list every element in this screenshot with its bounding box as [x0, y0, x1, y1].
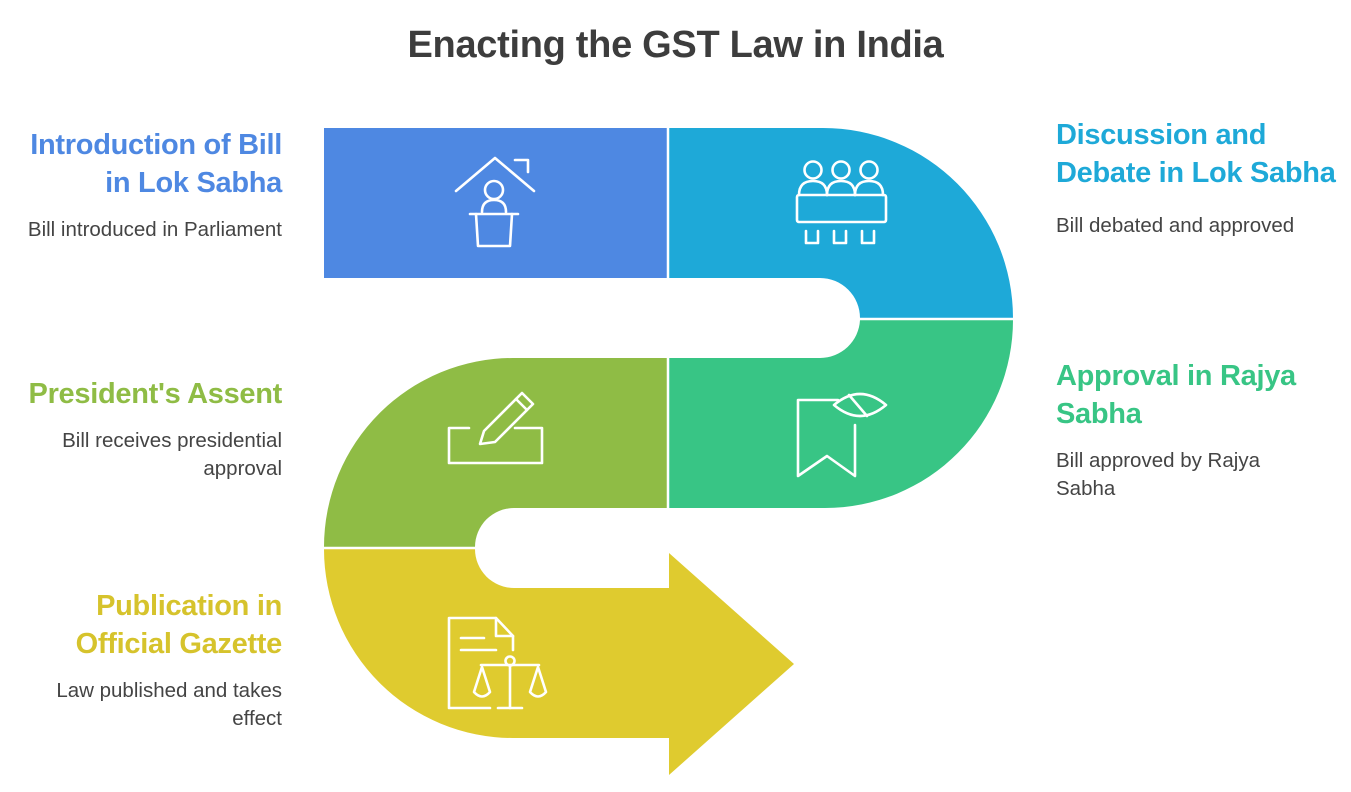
step-1-text: Introduction of Bill in Lok Sabha Bill i…	[10, 126, 282, 244]
pencil-signature-icon	[447, 391, 544, 465]
step-5-title: Publication in Official Gazette	[75, 590, 283, 660]
step-3-description: Bill approved by Rajya Sabha	[1056, 449, 1260, 500]
step-4-segment	[324, 358, 667, 547]
step-4-text: President's Assent Bill receives preside…	[10, 375, 283, 483]
step-2-text: Discussion and Debate in Lok Sabha Bill …	[1056, 116, 1336, 240]
bookmark-eye-icon	[796, 392, 888, 478]
step-3-segment	[669, 320, 1013, 508]
step-3-text: Approval in Rajya Sabha Bill approved by…	[1056, 357, 1336, 503]
step-5-segment	[324, 549, 794, 775]
segment-dividers	[322, 126, 1015, 550]
step-1-title: Introduction of Bill in Lok Sabha	[30, 129, 282, 199]
step-2-title: Discussion and Debate in Lok Sabha	[1056, 119, 1336, 189]
step-1-segment	[324, 128, 667, 278]
step-5-description: Law published and takes effect	[56, 679, 282, 730]
step-4-description: Bill receives presidential approval	[62, 429, 282, 480]
step-3-title: Approval in Rajya Sabha	[1056, 360, 1296, 430]
document-scales-icon	[447, 616, 548, 710]
step-5-text: Publication in Official Gazette Law publ…	[10, 587, 282, 733]
step-1-description: Bill introduced in Parliament	[27, 218, 282, 241]
step-4-title: President's Assent	[28, 378, 283, 410]
step-2-description: Bill debated and approved	[1056, 214, 1295, 237]
assembly-table-icon	[795, 160, 888, 245]
podium-speaker-icon	[454, 156, 536, 248]
page-title: Enacting the GST Law in India	[407, 24, 944, 66]
